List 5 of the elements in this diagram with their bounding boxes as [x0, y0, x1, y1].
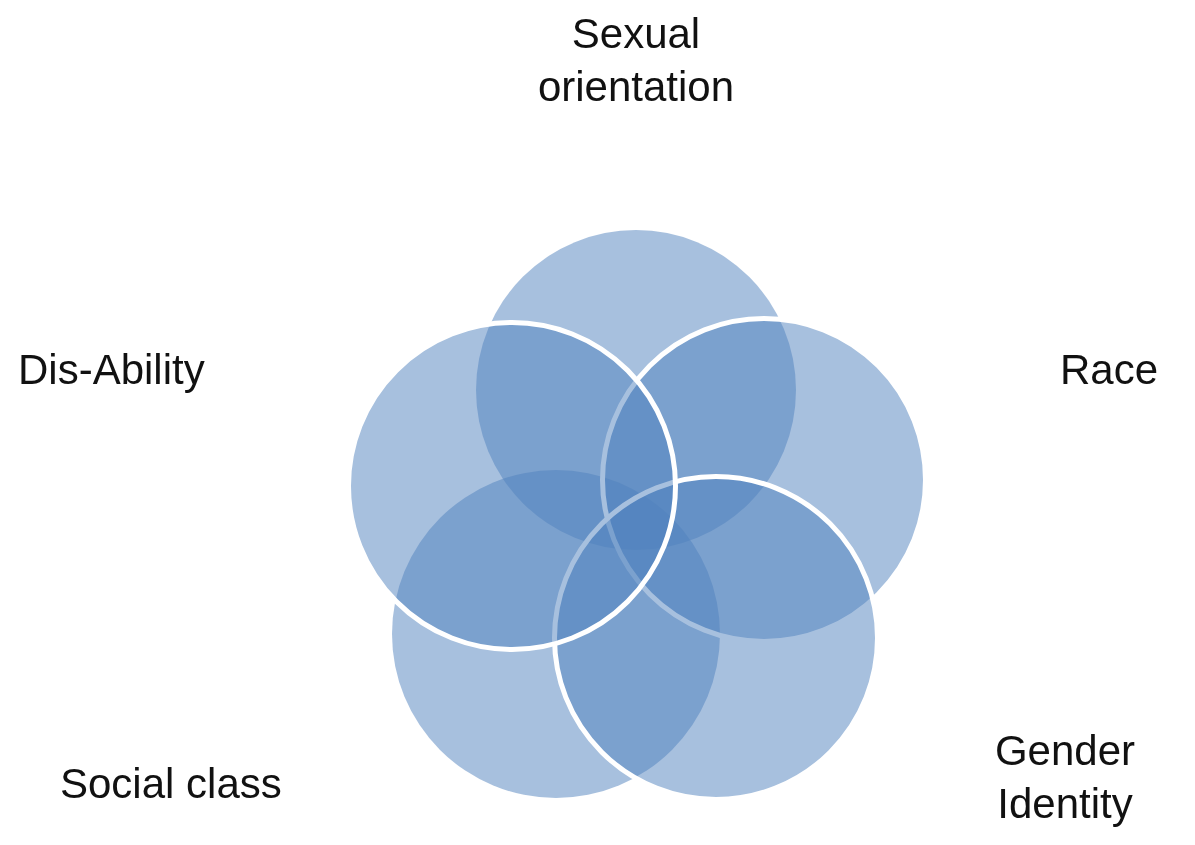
- category-label: Gender Identity: [993, 726, 1137, 829]
- category-label: Race: [1060, 345, 1160, 395]
- category-label: Dis-Ability: [18, 345, 206, 395]
- category-label: Sexual orientation: [536, 9, 736, 112]
- category-label: Social class: [60, 759, 283, 809]
